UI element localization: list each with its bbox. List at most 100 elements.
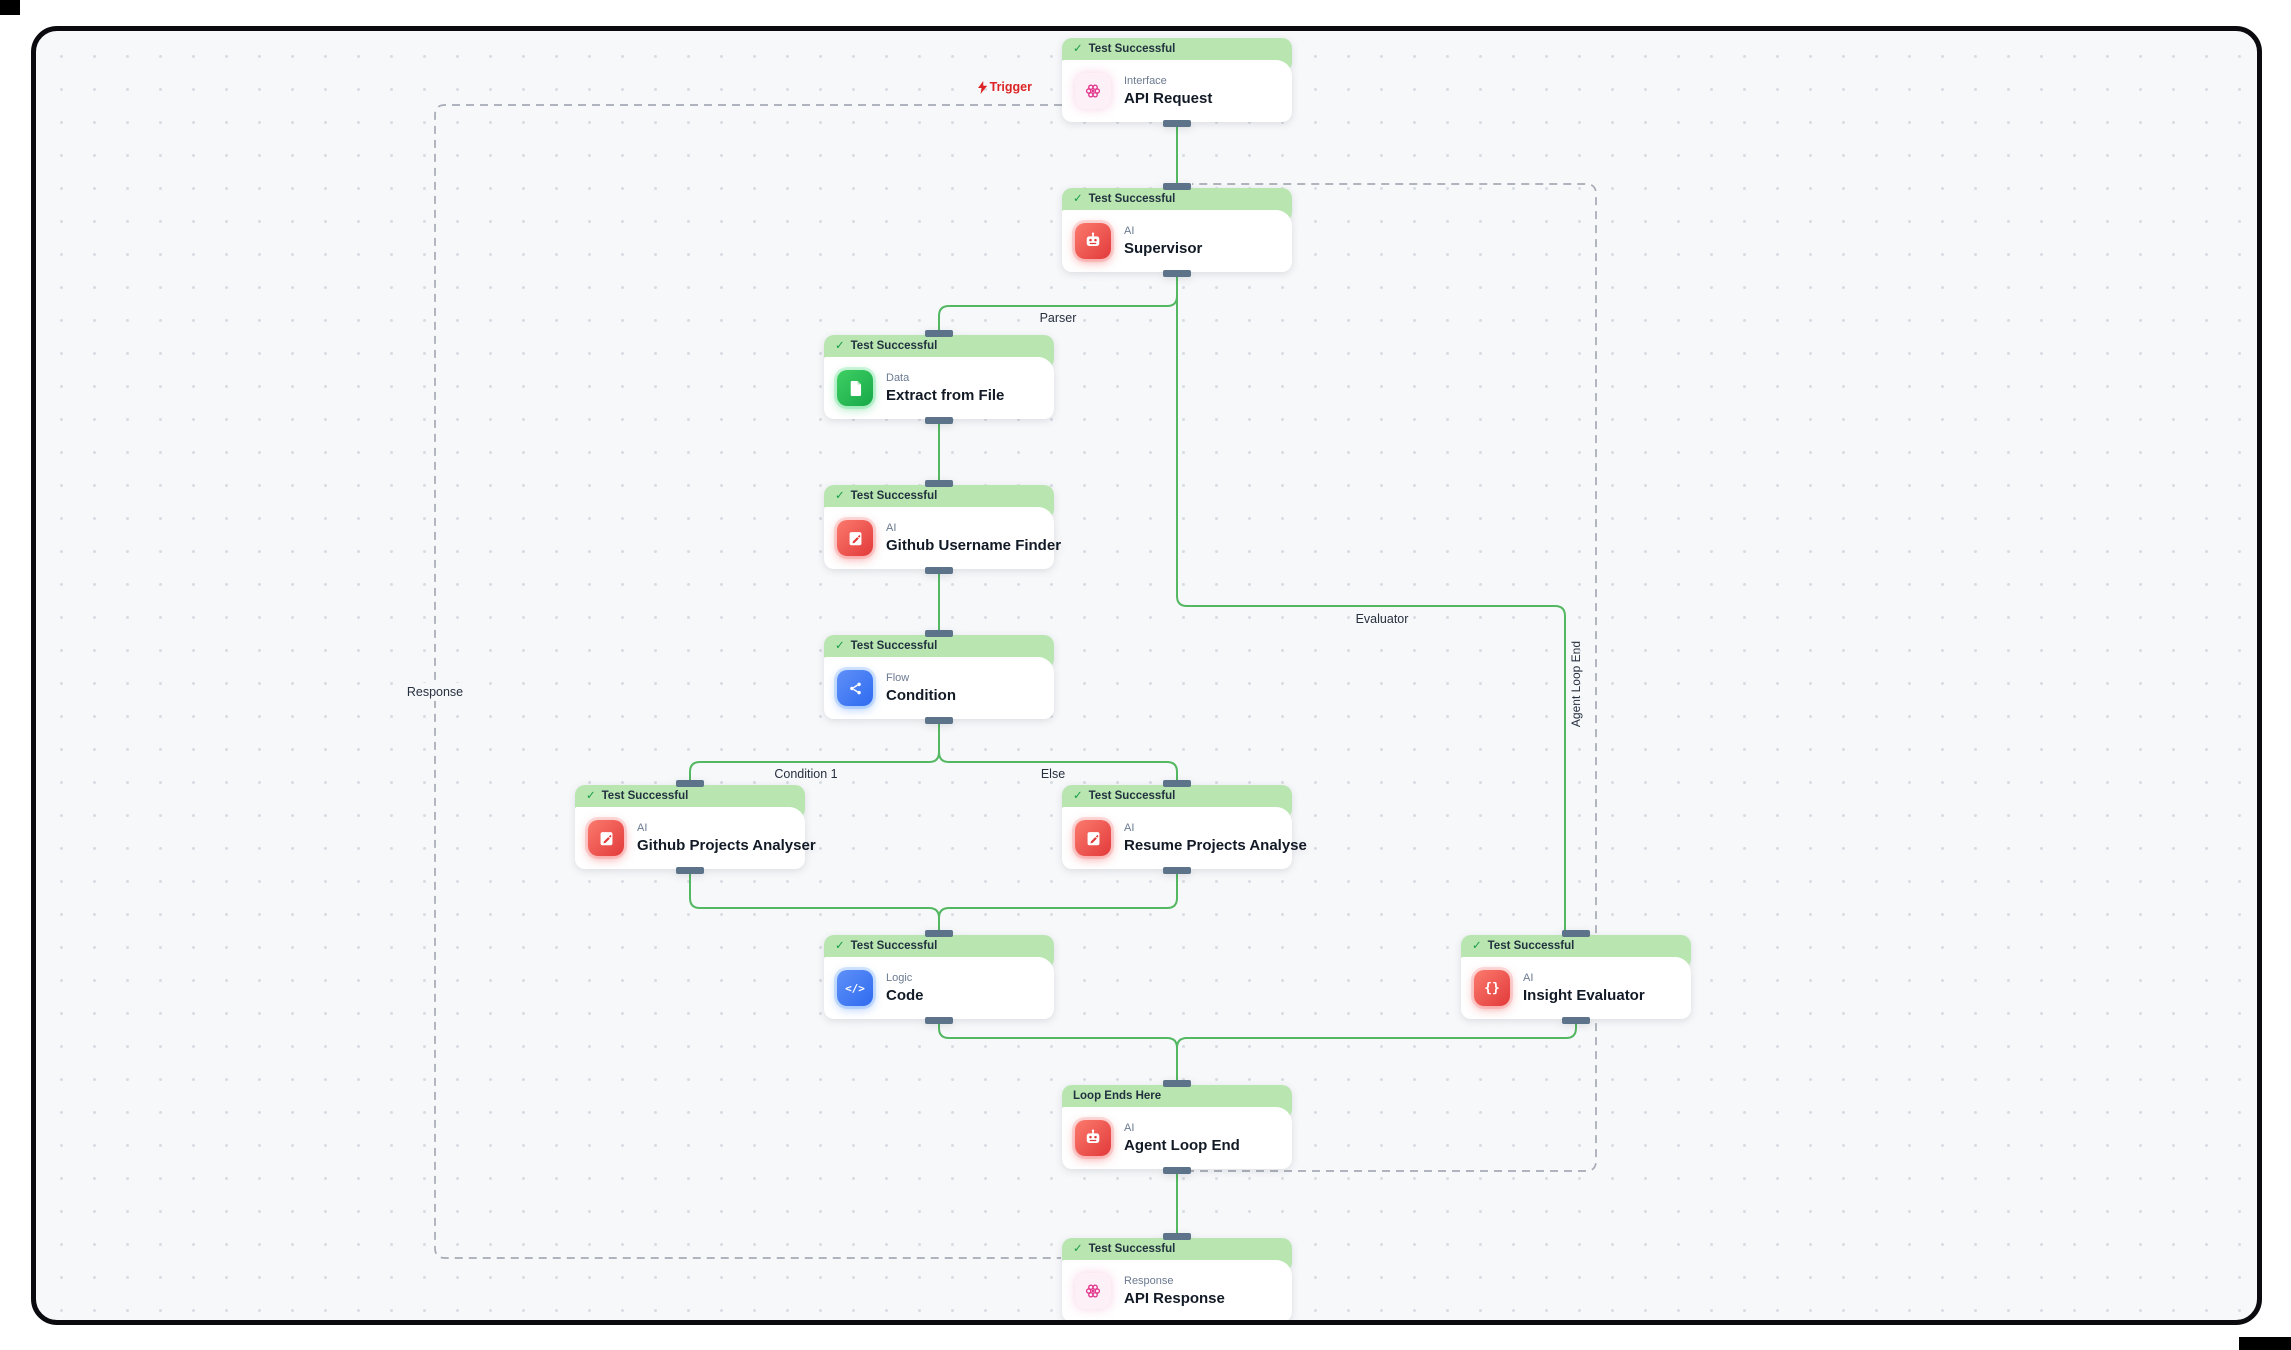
pencil-pad-icon xyxy=(837,520,873,556)
trigger-edge-label-text: Trigger xyxy=(989,80,1032,94)
node-category: AI xyxy=(1124,822,1135,834)
window-corner-mark xyxy=(0,0,20,15)
node-category: AI xyxy=(1124,1122,1135,1134)
input-handle[interactable] xyxy=(1163,780,1191,787)
canvas-frame: Trigger Parser Evaluator Condition 1 Els… xyxy=(31,26,2262,1325)
output-handle[interactable] xyxy=(676,867,704,874)
edge-loop-ale-supervisor[interactable] xyxy=(1186,183,1597,1172)
output-handle[interactable] xyxy=(1163,867,1191,874)
output-handle[interactable] xyxy=(925,717,953,724)
node-category: Interface xyxy=(1124,75,1167,87)
node-title: API Response xyxy=(1124,1290,1225,1307)
node-card[interactable]: Data Extract from File xyxy=(824,357,1054,419)
node-title: Agent Loop End xyxy=(1124,1137,1240,1154)
status-banner-text: Test Successful xyxy=(850,340,938,352)
node-resume-projects-analyse[interactable]: ✓Test Successful AI Resume Projects Anal… xyxy=(1062,780,1307,874)
input-handle[interactable] xyxy=(925,930,953,937)
robot-icon xyxy=(1075,223,1111,259)
code-glyph: </> xyxy=(845,981,865,995)
edge-gpa-code[interactable] xyxy=(689,869,940,935)
node-card[interactable]: </> Logic Code xyxy=(824,957,1054,1019)
pencil-pad-icon xyxy=(588,820,624,856)
curly-glyph: {} xyxy=(1484,980,1500,996)
node-card[interactable]: AI Github Projects Analyser xyxy=(575,807,816,869)
else-edge-label: Else xyxy=(1040,767,1066,781)
robot-icon xyxy=(1075,1120,1111,1156)
node-condition[interactable]: ✓Test Successful Flow Condition xyxy=(824,630,1054,724)
node-category: AI xyxy=(886,522,897,534)
edge-insight-ale[interactable] xyxy=(1176,1019,1577,1085)
check-icon: ✓ xyxy=(1472,940,1482,952)
node-insight-evaluator[interactable]: ✓Test Successful {} AI Insight Evaluator xyxy=(1461,930,1691,1024)
response-edge-label: Response xyxy=(401,683,469,701)
check-icon: ✓ xyxy=(835,490,845,502)
output-handle[interactable] xyxy=(1163,1167,1191,1174)
node-category: AI xyxy=(1523,972,1534,984)
pencil-pad-icon xyxy=(1075,820,1111,856)
trigger-edge-label: Trigger xyxy=(978,80,1032,94)
node-github-projects-analyser[interactable]: ✓Test Successful AI Github Projects Anal… xyxy=(575,780,816,874)
curly-braces-icon: {} xyxy=(1474,970,1510,1006)
input-handle[interactable] xyxy=(1163,183,1191,190)
node-title: Extract from File xyxy=(886,387,1005,404)
node-agent-loop-end[interactable]: Loop Ends Here AI Agent Loop End xyxy=(1062,1080,1292,1174)
output-handle[interactable] xyxy=(1163,120,1191,127)
node-supervisor[interactable]: ✓ Test Successful AI Supervisor xyxy=(1062,183,1292,277)
flower-icon xyxy=(1075,73,1111,109)
node-title: Supervisor xyxy=(1124,240,1203,257)
input-handle[interactable] xyxy=(925,330,953,337)
edge-code-ale[interactable] xyxy=(938,1019,1178,1085)
input-handle[interactable] xyxy=(1562,930,1590,937)
input-handle[interactable] xyxy=(925,480,953,487)
node-card[interactable]: Response API Response xyxy=(1062,1260,1292,1320)
condition1-edge-label: Condition 1 xyxy=(774,767,838,781)
branch-share-icon xyxy=(837,670,873,706)
status-banner-text: Test Successful xyxy=(1088,1243,1176,1255)
window-corner-mark xyxy=(2239,1337,2291,1350)
node-card[interactable]: AI Supervisor xyxy=(1062,210,1292,272)
status-banner-text: Test Successful xyxy=(850,940,938,952)
node-card[interactable]: AI Resume Projects Analyse xyxy=(1062,807,1307,869)
input-handle[interactable] xyxy=(1163,1233,1191,1240)
output-handle[interactable] xyxy=(925,417,953,424)
input-handle[interactable] xyxy=(925,630,953,637)
workflow-canvas[interactable]: Trigger Parser Evaluator Condition 1 Els… xyxy=(36,31,2257,1320)
node-title: Insight Evaluator xyxy=(1523,987,1645,1004)
check-icon: ✓ xyxy=(835,340,845,352)
input-handle[interactable] xyxy=(676,780,704,787)
node-extract-from-file[interactable]: ✓ Test Successful Data Extract from File xyxy=(824,330,1054,424)
node-category: AI xyxy=(637,822,648,834)
status-banner-text: Loop Ends Here xyxy=(1073,1090,1162,1102)
check-icon: ✓ xyxy=(1073,43,1083,55)
node-card[interactable]: {} AI Insight Evaluator xyxy=(1461,957,1691,1019)
output-handle[interactable] xyxy=(1562,1017,1590,1024)
edge-supervisor-extract[interactable] xyxy=(938,272,1178,335)
check-icon: ✓ xyxy=(835,640,845,652)
node-api-request[interactable]: ✓ Test Successful Interface API Request xyxy=(1062,38,1292,127)
node-card[interactable]: Interface API Request xyxy=(1062,60,1292,122)
node-code[interactable]: ✓Test Successful </> Logic Code xyxy=(824,930,1054,1024)
code-icon: </> xyxy=(837,970,873,1006)
output-handle[interactable] xyxy=(1163,270,1191,277)
check-icon: ✓ xyxy=(1073,1243,1083,1255)
input-handle[interactable] xyxy=(1163,1080,1191,1087)
check-icon: ✓ xyxy=(1073,193,1083,205)
node-github-username-finder[interactable]: ✓Test Successful AI Github Username Find… xyxy=(824,480,1062,574)
parser-edge-label: Parser xyxy=(1039,311,1077,325)
status-banner-text: Test Successful xyxy=(1088,193,1176,205)
node-category: AI xyxy=(1124,225,1135,237)
node-title: API Request xyxy=(1124,90,1213,107)
node-card[interactable]: Flow Condition xyxy=(824,657,1054,719)
status-banner-text: Test Successful xyxy=(1088,43,1176,55)
node-title: Github Username Finder xyxy=(886,537,1062,554)
node-card[interactable]: AI Github Username Finder xyxy=(824,507,1062,569)
node-category: Response xyxy=(1124,1275,1174,1287)
node-card[interactable]: AI Agent Loop End xyxy=(1062,1107,1292,1169)
output-handle[interactable] xyxy=(925,567,953,574)
status-banner-text: Test Successful xyxy=(601,790,689,802)
edge-resume-code[interactable] xyxy=(938,869,1178,935)
node-api-response[interactable]: ✓ Test Successful Response API Response xyxy=(1062,1233,1292,1320)
output-handle[interactable] xyxy=(925,1017,953,1024)
file-icon xyxy=(837,370,873,406)
flower-icon xyxy=(1075,1273,1111,1309)
